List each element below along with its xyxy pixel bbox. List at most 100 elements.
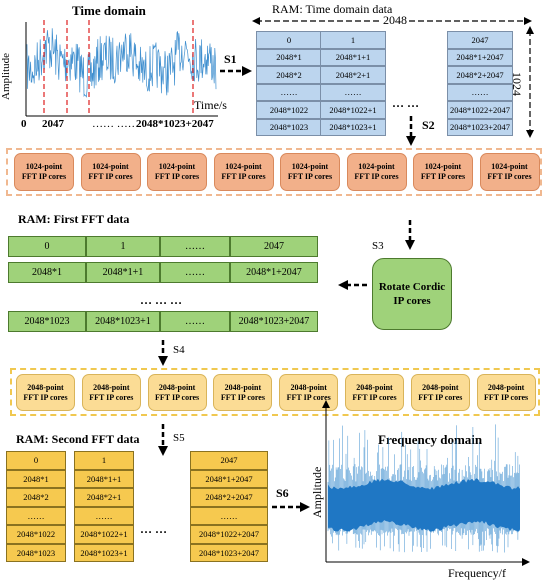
time-domain-plot [25, 20, 218, 117]
ram-time-cell: 2048*1022+1 [320, 101, 386, 119]
freq-domain-title: Frequency domain [378, 432, 483, 447]
arrow-s3 [405, 220, 415, 250]
ram-second-cell: …… [6, 506, 66, 525]
core-label-size: 2048-point [487, 382, 525, 392]
ram-time-title: RAM: Time domain data [272, 2, 393, 16]
core-label-type: FFT IP cores [154, 172, 200, 181]
core-label-type: FFT IP cores [220, 392, 265, 402]
ram-second-cell: 2048*2+2047 [190, 488, 268, 507]
arrow-s2 [406, 116, 416, 146]
core-label-size: 1024-point [491, 162, 528, 171]
arrow-s6 [272, 502, 310, 512]
core-label-type: FFT IP cores [287, 172, 333, 181]
time-domain-xlabel: Time/s [194, 98, 227, 112]
ram-second-cell: 0 [6, 451, 66, 470]
freq-spectrum-band [328, 478, 520, 532]
ram-first-cell: 2048*1023+2047 [230, 311, 318, 332]
tick-last: 2048*1023+2047 [136, 118, 214, 130]
ram-second-cell: 2048*1022+1 [74, 525, 134, 544]
ram-time-cell: 0 [256, 31, 322, 49]
arrow-s4 [158, 340, 168, 366]
ram-first-cell: 2048*1023 [8, 311, 86, 332]
ram-first-cell: 1 [86, 236, 160, 257]
ram-time-cell: 2048*1023+1 [320, 118, 386, 136]
arrow-s1 [220, 66, 252, 76]
core-label-type: FFT IP cores [420, 172, 466, 181]
ram-time-cell: 2048*1023+2047 [447, 118, 513, 136]
ram-second-cell: 2048*1 [6, 469, 66, 488]
ram-time-cell: 1 [320, 31, 386, 49]
ram-second-cell: …… [74, 506, 134, 525]
core-label-size: 2048-point [93, 382, 130, 392]
ram-time-cell: 2048*1022 [256, 101, 322, 119]
ram-first-cell: …… [160, 262, 230, 283]
ram-second-cell: 2048*1023 [6, 543, 66, 562]
core-label-size: 1024-point [158, 162, 196, 171]
ram-second-cell: 2048*1023+1 [74, 543, 134, 562]
ram-second-cell: 2048*1023+2047 [190, 543, 268, 562]
ram-time-cell: …… [256, 83, 322, 101]
core-label-size: 2048-point [224, 382, 262, 392]
ram-second-between: … … [140, 522, 167, 536]
time-domain-title: Time domain [72, 3, 146, 18]
tick-0: 0 [21, 118, 27, 130]
ram-first-cell: …… [160, 311, 230, 332]
ram-first-cell: 2048*1023+1 [86, 311, 160, 332]
ram-second-cell: 2048*2 [6, 488, 66, 507]
ram-first-cell: 2048*1 [8, 262, 86, 283]
core-label-size: 2048-point [27, 382, 64, 392]
ram-time-cell: 2048*2+2047 [447, 66, 513, 84]
ram-second-cell: 2047 [190, 451, 268, 470]
core-label-type: FFT IP cores [21, 172, 67, 181]
core-label-size: 1024-point [92, 162, 129, 171]
arrow-cordic-to-ram [338, 280, 370, 290]
step-s5-label: S5 [173, 432, 185, 444]
ram-first-cell: 0 [8, 236, 86, 257]
ram-time-cell: 2048*1+2047 [447, 48, 513, 66]
core-label-size: 2048-point [290, 382, 327, 392]
ram-second-title: RAM: Second FFT data [16, 432, 140, 446]
tick-2047: 2047 [42, 118, 64, 130]
ram-first-cell: …… [160, 236, 230, 257]
ram-time-cell: …… [447, 83, 513, 101]
step-s3-label: S3 [372, 240, 384, 252]
core-label-size: 1024-point [424, 162, 462, 171]
step-s2-label: S2 [422, 118, 435, 132]
ram-first-between: … … … [140, 293, 182, 307]
rotate-cordic-core: Rotate Cordic IP cores [372, 258, 452, 330]
cordic-line2: IP cores [393, 295, 431, 307]
step-s6-label: S6 [276, 486, 289, 500]
ram-first-cell: 2048*1+2047 [230, 262, 318, 283]
core-label-size: 1024-point [291, 162, 329, 171]
core-label-type: FFT IP cores [487, 172, 532, 181]
fft2-group [10, 368, 540, 416]
ram-time-cell: 2048*2 [256, 66, 322, 84]
core-label-type: FFT IP cores [418, 392, 463, 402]
ram-first-cell: 2048*1+1 [86, 262, 160, 283]
ram-first-cell: 2047 [230, 236, 318, 257]
step-s4-label: S4 [173, 344, 185, 356]
core-label-size: 2048-point [356, 382, 393, 392]
time-signal-trace [26, 28, 217, 98]
ram-time-cell: 2048*2+1 [320, 66, 386, 84]
core-label-type: FFT IP cores [286, 392, 331, 402]
arrow-s5 [158, 424, 168, 456]
ram-time-cell: …… [320, 83, 386, 101]
core-label-size: 2048-point [158, 382, 196, 392]
step-s1-label: S1 [224, 52, 237, 66]
ram-second-cell: 2048*2+1 [74, 488, 134, 507]
ram-time-cell: 2047 [447, 31, 513, 49]
core-label-type: FFT IP cores [221, 172, 266, 181]
